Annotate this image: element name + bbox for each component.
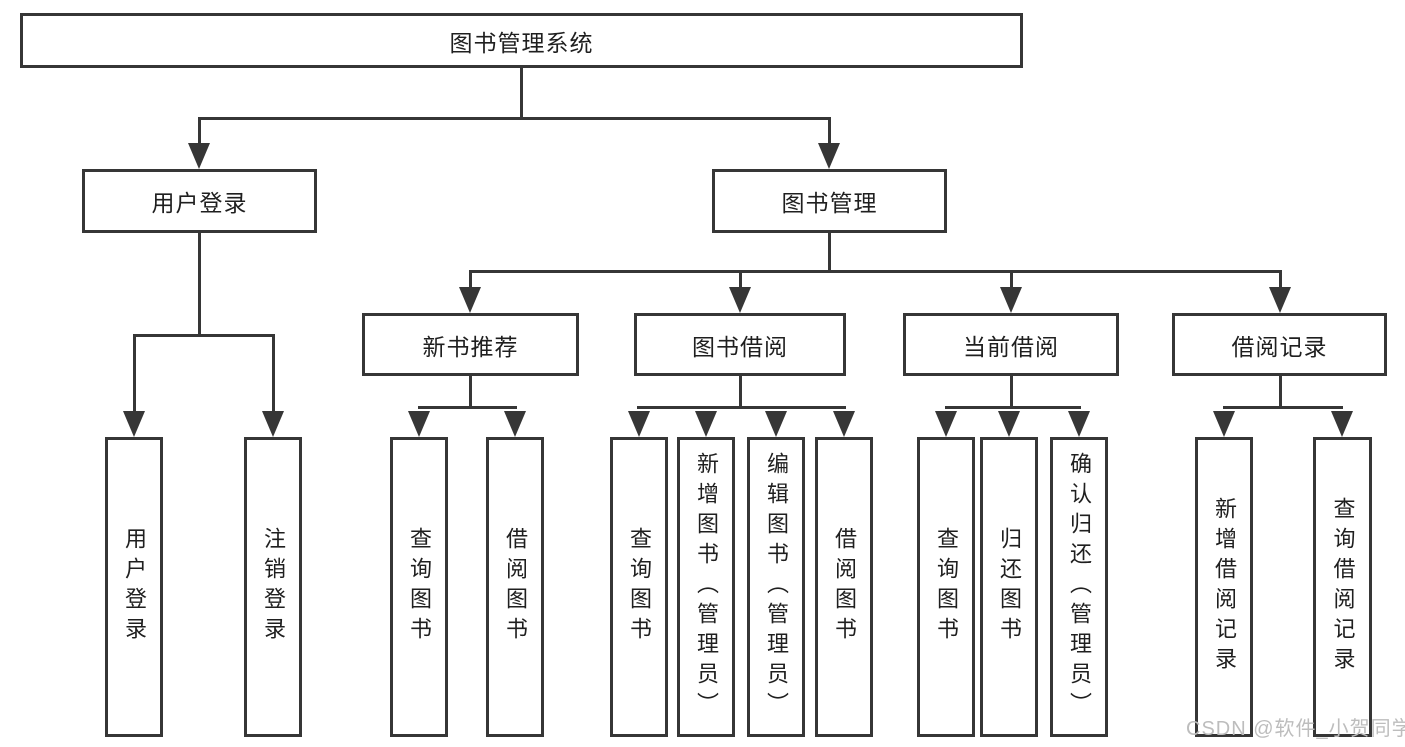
node-label: 新书推荐 (422, 333, 519, 360)
leaf-label: 新增借阅记录 (1212, 497, 1237, 677)
leaf-add-books-admin: 新增图书（管理员） (677, 437, 735, 737)
connector-new-book-recommend-crossbar (418, 406, 517, 409)
arrow-down-query-borrow-record-icon (1331, 411, 1353, 437)
connector-book-borrow-crossbar (637, 406, 846, 409)
connector-user-login-stem (198, 233, 201, 336)
node-label: 借阅记录 (1231, 333, 1328, 360)
connector-drop-borrow-records (1279, 270, 1282, 288)
leaf-label: 新增图书（管理员） (694, 452, 719, 722)
node-book-borrow: 图书借阅 (634, 313, 846, 376)
arrow-down-confirm-return-icon (1068, 411, 1090, 437)
node-label: 当前借阅 (963, 333, 1059, 360)
arrow-down-borrow-books-1-icon (504, 411, 526, 437)
node-book-management: 图书管理 (712, 169, 947, 233)
arrow-down-return-books-icon (998, 411, 1020, 437)
arrow-down-query-books-3-icon (935, 411, 957, 437)
arrow-down-leaf-user-login-icon (123, 411, 145, 437)
leaf-query-books-borrow: 查询图书 (610, 437, 668, 737)
connector-current-borrow-crossbar (945, 406, 1081, 409)
leaf-label: 借阅图书 (832, 527, 857, 647)
leaf-add-borrow-record: 新增借阅记录 (1195, 437, 1253, 737)
connector-drop-user-login (198, 117, 201, 144)
arrow-down-book-borrow-icon (729, 287, 751, 313)
leaf-label: 查询借阅记录 (1330, 497, 1356, 677)
node-current-borrow: 当前借阅 (903, 313, 1119, 376)
connector-drop-leaf-logout (272, 334, 275, 411)
connector-drop-leaf-user-login (133, 334, 136, 411)
connector-drop-book-management (828, 117, 831, 144)
leaf-label: 查询图书 (934, 527, 959, 647)
node-user-login: 用户登录 (82, 169, 317, 233)
arrow-down-new-book-recommend-icon (459, 287, 481, 313)
leaf-label: 编辑图书（管理员） (764, 452, 789, 722)
leaf-label: 查询图书 (407, 527, 432, 647)
node-label: 图书管理系统 (449, 29, 594, 56)
leaf-user-login: 用户登录 (105, 437, 163, 737)
connector-root-stem (520, 68, 523, 117)
leaf-confirm-return-admin: 确认归还（管理员） (1050, 437, 1108, 737)
connector-borrow-records-stem (1279, 376, 1282, 406)
leaf-borrow-books-recommend: 借阅图书 (486, 437, 544, 737)
connector-root-crossbar (198, 117, 831, 120)
node-library-management-system: 图书管理系统 (20, 13, 1023, 68)
connector-user-login-crossbar (133, 334, 275, 337)
leaf-label: 借阅图书 (503, 527, 528, 647)
leaf-label: 注销登录 (261, 527, 286, 647)
node-label: 图书管理 (781, 190, 878, 216)
arrow-down-book-management-icon (818, 143, 840, 169)
csdn-watermark: CSDN @软件_小贺同学 (1186, 718, 1405, 740)
leaf-query-books-recommend: 查询图书 (390, 437, 448, 737)
connector-current-borrow-stem (1010, 376, 1013, 406)
arrow-down-borrow-records-icon (1269, 287, 1291, 313)
arrow-down-borrow-books-2-icon (833, 411, 855, 437)
leaf-logout: 注销登录 (244, 437, 302, 737)
leaf-return-books: 归还图书 (980, 437, 1038, 737)
arrow-down-user-login-icon (188, 143, 210, 169)
leaf-label: 查询图书 (627, 527, 652, 647)
arrow-down-add-borrow-record-icon (1213, 411, 1235, 437)
arrow-down-query-books-2-icon (628, 411, 650, 437)
leaf-query-borrow-record: 查询借阅记录 (1313, 437, 1372, 737)
connector-borrow-records-crossbar (1223, 406, 1343, 409)
node-label: 图书借阅 (692, 333, 788, 360)
connector-drop-book-borrow (739, 270, 742, 288)
arrow-down-edit-books-icon (765, 411, 787, 437)
arrow-down-query-books-1-icon (408, 411, 430, 437)
connector-drop-current-borrow (1010, 270, 1013, 288)
leaf-label: 确认归还（管理员） (1067, 452, 1092, 722)
arrow-down-current-borrow-icon (1000, 287, 1022, 313)
connector-new-book-recommend-stem (469, 376, 472, 406)
connector-book-borrow-stem (739, 376, 742, 406)
leaf-borrow-books-borrow: 借阅图书 (815, 437, 873, 737)
connector-book-management-crossbar (469, 270, 1282, 273)
node-new-book-recommend: 新书推荐 (362, 313, 579, 376)
leaf-query-books-current: 查询图书 (917, 437, 975, 737)
connector-book-management-stem (828, 233, 831, 272)
node-borrow-records: 借阅记录 (1172, 313, 1387, 376)
leaf-label: 用户登录 (122, 527, 147, 647)
node-label: 用户登录 (151, 190, 248, 216)
arrow-down-add-books-icon (695, 411, 717, 437)
arrow-down-leaf-logout-icon (262, 411, 284, 437)
leaf-label: 归还图书 (997, 527, 1022, 647)
connector-drop-new-book-recommend (469, 270, 472, 288)
leaf-edit-books-admin: 编辑图书（管理员） (747, 437, 805, 737)
